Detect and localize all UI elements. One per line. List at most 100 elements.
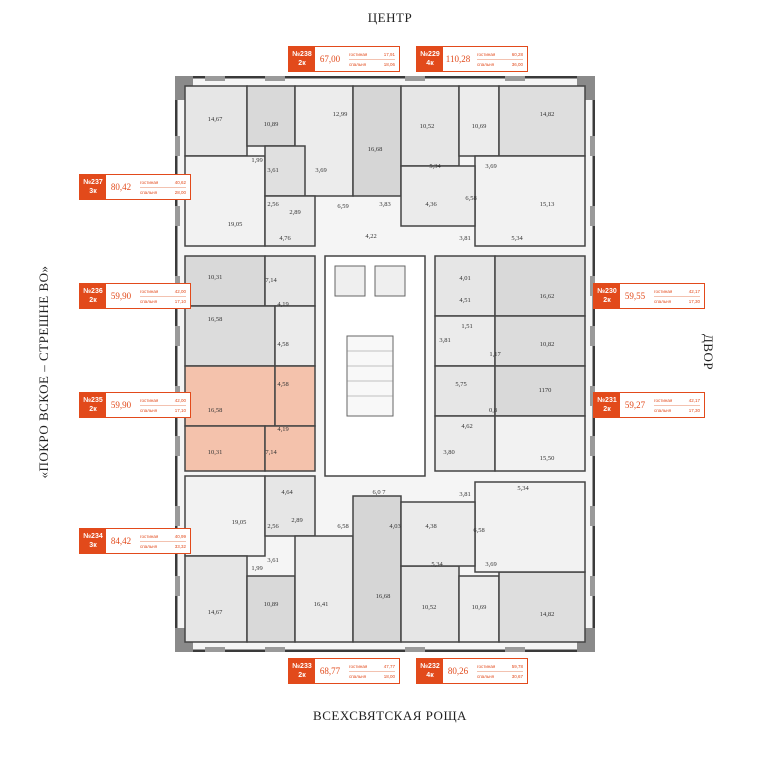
sub-area-value: 42,00 <box>174 288 186 294</box>
room <box>184 155 266 247</box>
apartment-area: 59,90 <box>110 400 132 410</box>
apartment-number: №229 <box>420 51 440 58</box>
room-area-label: 5,34 <box>431 561 443 568</box>
room-area-label: 10,89 <box>264 601 279 608</box>
room-area-label: 1,99 <box>251 565 262 572</box>
sub-area-key: гостиная <box>140 533 159 539</box>
room-area-label: 10,82 <box>540 341 555 348</box>
room-area-label: 4,58 <box>277 341 288 348</box>
room <box>434 365 496 417</box>
sub-area-value: 33,32 <box>174 543 186 549</box>
side-label-right: ДВОР <box>701 333 716 371</box>
stairwell <box>346 335 394 417</box>
apartment-area: 59,27 <box>624 400 646 410</box>
room-area-label: 14,67 <box>208 116 223 123</box>
side-label-bottom: ВСЕХСВЯТСКАЯ РОЩА <box>313 708 467 723</box>
apartment-rooms: 2к <box>298 60 306 67</box>
elevator <box>374 265 406 297</box>
room-area-label: 2,56 <box>267 201 279 208</box>
room <box>264 195 316 247</box>
room <box>498 571 586 643</box>
sub-area-value: 17,10 <box>174 298 186 304</box>
sub-area-row: гостиная 42,00 <box>140 287 186 297</box>
room-area-label: 4,03 <box>389 523 400 530</box>
room <box>400 501 476 567</box>
apartment-number: №234 <box>83 533 103 540</box>
room-highlight <box>274 365 316 427</box>
sub-area-key: гостиная <box>140 288 159 294</box>
room-area-label: 1,17 <box>489 351 501 358</box>
sub-area-key: гостиная <box>654 288 673 294</box>
sub-area-value: 40,62 <box>174 179 186 185</box>
sub-area-key: гостиная <box>477 51 496 57</box>
room-area-label: 3,81 <box>459 491 470 498</box>
apartment-number: №233 <box>292 663 312 670</box>
room-area-label: 4,01 <box>459 275 470 282</box>
room-area-label: 3,80 <box>443 449 454 456</box>
room-area-label: 14,67 <box>208 609 223 616</box>
room-area-label: 6,0 7 <box>373 489 387 496</box>
apartment-area: 68,77 <box>319 666 341 676</box>
room-area-label: 15,13 <box>540 201 555 208</box>
room-area-label: 5,34 <box>511 235 523 242</box>
room-area-label: 4,19 <box>277 426 288 433</box>
room <box>246 575 296 643</box>
room-area-label: 4,62 <box>461 423 472 430</box>
room-area-label: 10,52 <box>420 123 435 130</box>
room <box>458 575 500 643</box>
room-highlight <box>184 365 276 427</box>
room <box>498 85 586 157</box>
room <box>494 365 586 417</box>
sub-area-key: спальня <box>140 543 158 549</box>
room-area-label: 6,58 <box>473 527 484 534</box>
sub-area-key: спальня <box>349 61 367 67</box>
room <box>264 255 316 307</box>
apartment-area: 80,26 <box>447 666 469 676</box>
room <box>494 255 586 317</box>
sub-area-row: спальня 33,32 <box>140 542 186 551</box>
sub-area-key: гостиная <box>140 179 159 185</box>
sub-area-key: спальня <box>349 673 367 679</box>
sub-area-key: гостиная <box>654 397 673 403</box>
room-area-label: 4,58 <box>277 381 288 388</box>
sub-area-value: 42,17 <box>688 288 700 294</box>
room <box>184 475 266 557</box>
side-label-left: «ПОКРО ВСКОЕ – СТРЕШНЕ ВО» <box>36 265 51 479</box>
sub-area-key: спальня <box>654 407 672 413</box>
room <box>400 565 460 643</box>
room <box>184 255 266 307</box>
room <box>274 305 316 367</box>
room <box>294 535 354 643</box>
room <box>474 155 586 247</box>
room <box>474 481 586 573</box>
sub-area-row: гостиная 42,17 <box>654 287 700 297</box>
room-area-label: 16,58 <box>208 407 223 414</box>
apartment-number: №236 <box>83 288 103 295</box>
room-area-label: 4,36 <box>425 201 437 208</box>
